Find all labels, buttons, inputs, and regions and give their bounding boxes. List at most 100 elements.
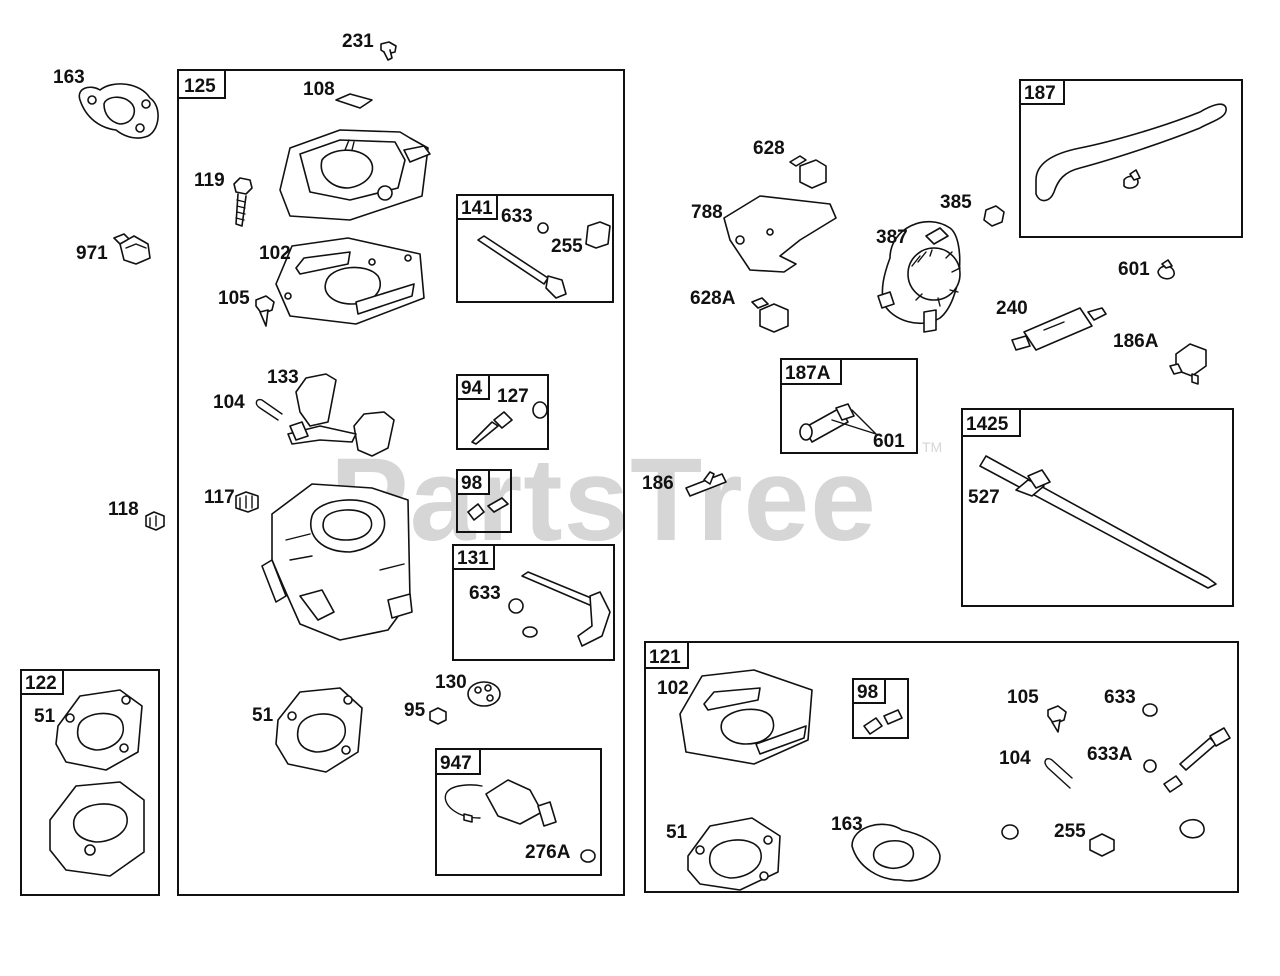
callout-51-b: 51 <box>666 822 688 843</box>
watermark-trademark: TM <box>922 439 942 455</box>
part-121-plate[interactable] <box>679 669 813 765</box>
callout-255-a: 255 <box>551 236 583 257</box>
part-98-inner-spring[interactable] <box>863 709 903 735</box>
part-127-oring[interactable] <box>532 401 548 419</box>
part-104-pin[interactable] <box>255 398 283 421</box>
part-1425-tube[interactable] <box>979 455 1217 589</box>
callout-186A: 186A <box>1113 331 1159 352</box>
callout-971: 971 <box>76 243 108 264</box>
part-105-needle-b[interactable] <box>1047 705 1067 733</box>
part-387-pump[interactable] <box>877 220 961 333</box>
part-108-gasket[interactable] <box>335 93 373 109</box>
part-130-diaphragm[interactable] <box>467 681 501 707</box>
part-971-bolt[interactable] <box>113 233 151 265</box>
callout-108: 108 <box>303 79 335 100</box>
group-187A[interactable]: 187A <box>780 358 918 454</box>
group-121[interactable]: 121 <box>644 641 1239 893</box>
part-104-pin-b[interactable] <box>1044 758 1073 789</box>
callout-633A: 633A <box>1087 744 1133 765</box>
part-255-bushing-b[interactable] <box>1089 833 1115 857</box>
callout-51-c: 51 <box>34 706 56 727</box>
callout-119: 119 <box>194 170 225 191</box>
callout-104: 104 <box>213 392 245 413</box>
group-141[interactable]: 141 <box>456 194 614 303</box>
group-125[interactable]: 125 <box>177 69 625 896</box>
part-187-hose[interactable] <box>1035 103 1227 202</box>
part-788-bracket[interactable] <box>723 195 837 273</box>
group-98-label: 98 <box>461 473 482 494</box>
part-385-nut[interactable] <box>983 205 1005 227</box>
callout-127: 127 <box>497 386 529 407</box>
group-125-label: 125 <box>184 76 216 97</box>
part-133-float[interactable] <box>287 373 395 457</box>
part-628-bolt[interactable] <box>789 155 827 189</box>
callout-527: 527 <box>968 487 1000 508</box>
part-98-spring[interactable] <box>467 497 509 521</box>
callout-117: 117 <box>204 487 235 508</box>
part-186-fitting[interactable] <box>685 471 727 497</box>
group-98-inner-label: 98 <box>857 682 878 703</box>
callout-130: 130 <box>435 672 467 693</box>
callout-163: 163 <box>53 67 85 88</box>
group-122[interactable]: 122 <box>20 669 160 896</box>
group-187-label: 187 <box>1024 83 1056 104</box>
callout-385: 385 <box>940 192 972 213</box>
part-95-plug[interactable] <box>429 707 447 725</box>
part-601-clamp[interactable] <box>1157 259 1175 280</box>
part-628A-bolt[interactable] <box>751 297 789 333</box>
part-needle-assembly[interactable] <box>1163 727 1231 793</box>
group-121-label: 121 <box>649 647 681 668</box>
callout-102-b: 102 <box>657 678 689 699</box>
part-118-fitting[interactable] <box>145 511 165 531</box>
callout-133: 133 <box>267 367 299 388</box>
part-947-solenoid[interactable] <box>444 779 596 863</box>
part-105-needle[interactable] <box>255 295 275 327</box>
group-122-label: 122 <box>25 673 57 694</box>
part-163-gasket-b[interactable] <box>851 823 941 882</box>
callout-105: 105 <box>218 288 250 309</box>
callout-102: 102 <box>259 243 291 264</box>
part-633A-washer[interactable] <box>1143 759 1157 773</box>
callout-601-b: 601 <box>873 431 905 452</box>
part-102-plate[interactable] <box>275 237 425 325</box>
callout-788: 788 <box>691 202 723 223</box>
part-141-shaft[interactable] <box>477 221 611 299</box>
part-117-fitting[interactable] <box>235 491 259 513</box>
part-240-filter[interactable] <box>1011 307 1107 351</box>
part-122-gasket[interactable] <box>55 689 143 771</box>
part-231-screw[interactable] <box>380 41 397 61</box>
callout-633-b: 633 <box>469 583 501 604</box>
callout-118: 118 <box>108 499 139 520</box>
part-186A-valve[interactable] <box>1169 343 1207 385</box>
callout-628A: 628A <box>690 288 736 309</box>
part-187A-hose[interactable] <box>799 403 877 443</box>
group-131[interactable]: 131 <box>452 544 615 661</box>
callout-240: 240 <box>996 298 1028 319</box>
part-carb-body[interactable] <box>261 483 413 641</box>
part-carb-top-cover[interactable] <box>279 129 431 221</box>
part-633-washer[interactable] <box>1142 703 1158 717</box>
part-119-screw[interactable] <box>233 177 253 227</box>
callout-105-b: 105 <box>1007 687 1039 708</box>
callout-628: 628 <box>753 138 785 159</box>
group-94[interactable]: 94 <box>456 374 549 450</box>
callout-labels: 231 163 108 119 971 102 105 133 104 118 … <box>34 31 1159 863</box>
part-94-needle[interactable] <box>471 411 513 445</box>
part-122-spacer[interactable] <box>49 781 145 877</box>
callout-601-a: 601 <box>1118 259 1150 280</box>
part-163-gasket[interactable] <box>78 83 159 139</box>
group-98[interactable]: 98 <box>456 469 512 533</box>
group-1425[interactable]: 1425 <box>961 408 1234 607</box>
group-947[interactable]: 947 <box>435 748 602 876</box>
part-51-gasket[interactable] <box>275 687 363 773</box>
group-98-inner[interactable]: 98 <box>852 678 909 739</box>
group-187[interactable]: 187 <box>1019 79 1243 238</box>
part-131-shaft[interactable] <box>508 571 611 647</box>
part-small-washer[interactable] <box>1001 824 1019 840</box>
part-51-gasket-b[interactable] <box>687 817 781 891</box>
callout-276A: 276A <box>525 842 571 863</box>
callout-633-c: 633 <box>1104 687 1136 708</box>
group-131-label: 131 <box>457 548 489 569</box>
callout-104-b: 104 <box>999 748 1031 769</box>
part-clip-b[interactable] <box>1179 818 1205 839</box>
